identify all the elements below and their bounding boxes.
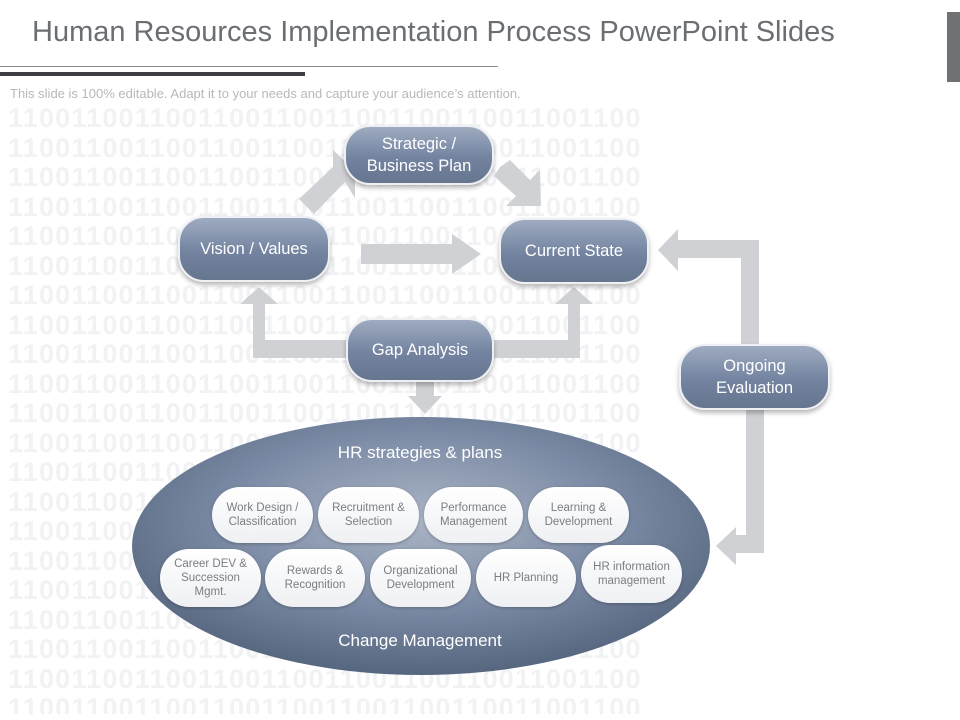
arrow-gap-to-current: [490, 287, 593, 358]
arrow-gap-to-vision: [240, 287, 350, 358]
node-current-state: Current State: [499, 218, 649, 284]
hr-strategies-title: HR strategies & plans: [337, 443, 503, 462]
subtitle: This slide is 100% editable. Adapt it to…: [10, 86, 521, 101]
arrow-gap-to-hr: [408, 382, 442, 414]
change-management-label: Change Management: [338, 631, 502, 650]
pill-rewards: Rewards & Recognition: [265, 549, 365, 607]
node-vision-values: Vision / Values: [178, 216, 330, 282]
arrow-ongoing-to-current: [658, 229, 759, 344]
arrow-vision-to-current: [361, 234, 481, 274]
arrow-ongoing-to-hr: [716, 410, 764, 565]
pill-recruitment: Recruitment & Selection: [318, 487, 419, 543]
pill-work-design: Work Design / Classification: [212, 487, 313, 543]
hr-strategies-ellipse: [132, 417, 710, 675]
pill-performance: Performance Management: [424, 487, 523, 543]
node-strategic-business-plan: Strategic / Business Plan: [344, 125, 494, 185]
title-underline-thin: [0, 66, 498, 67]
arrow-strategic-to-vision: [299, 150, 355, 214]
page-title: Human Resources Implementation Process P…: [32, 16, 835, 48]
pill-career-dev: Career DEV & Succession Mgmt.: [160, 549, 261, 607]
pill-organizational-dev: Organizational Development: [370, 549, 471, 607]
accent-bar: [947, 12, 960, 82]
arrow-strategic-to-current: [494, 160, 541, 206]
title-underline-thick: [0, 72, 305, 76]
node-ongoing-evaluation: Ongoing Evaluation: [679, 344, 830, 410]
pill-learning: Learning & Development: [528, 487, 629, 543]
pill-hr-information: HR information management: [581, 545, 682, 603]
pill-hr-planning: HR Planning: [476, 549, 576, 607]
node-gap-analysis: Gap Analysis: [346, 318, 494, 382]
